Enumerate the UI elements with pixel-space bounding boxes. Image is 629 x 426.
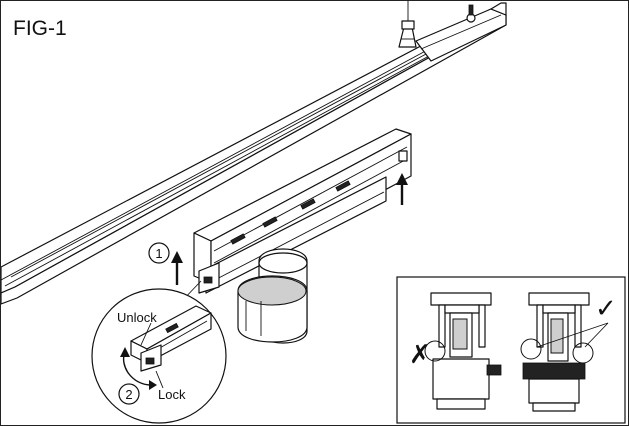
lock-detail-callout [91, 288, 227, 424]
ceiling-track [1, 1, 507, 305]
unlock-label: Unlock [117, 310, 157, 325]
step-2-number: 2 [125, 387, 132, 402]
lock-label: Lock [158, 387, 186, 402]
cross-section-inset: ✗ ✓ [396, 276, 626, 424]
correct-installation-section [520, 292, 609, 412]
step-1-marker: 1 [148, 242, 170, 264]
step-1-number: 1 [155, 246, 162, 261]
incorrect-installation-section [424, 292, 502, 410]
step-2-marker: 2 [118, 383, 140, 405]
lift-arrows [171, 173, 408, 285]
wrong-mark: ✗ [409, 340, 431, 370]
track-adapter [193, 128, 412, 294]
right-mark: ✓ [595, 294, 617, 324]
figure-title: FIG-1 [13, 17, 67, 40]
spotlight-body [237, 248, 308, 344]
